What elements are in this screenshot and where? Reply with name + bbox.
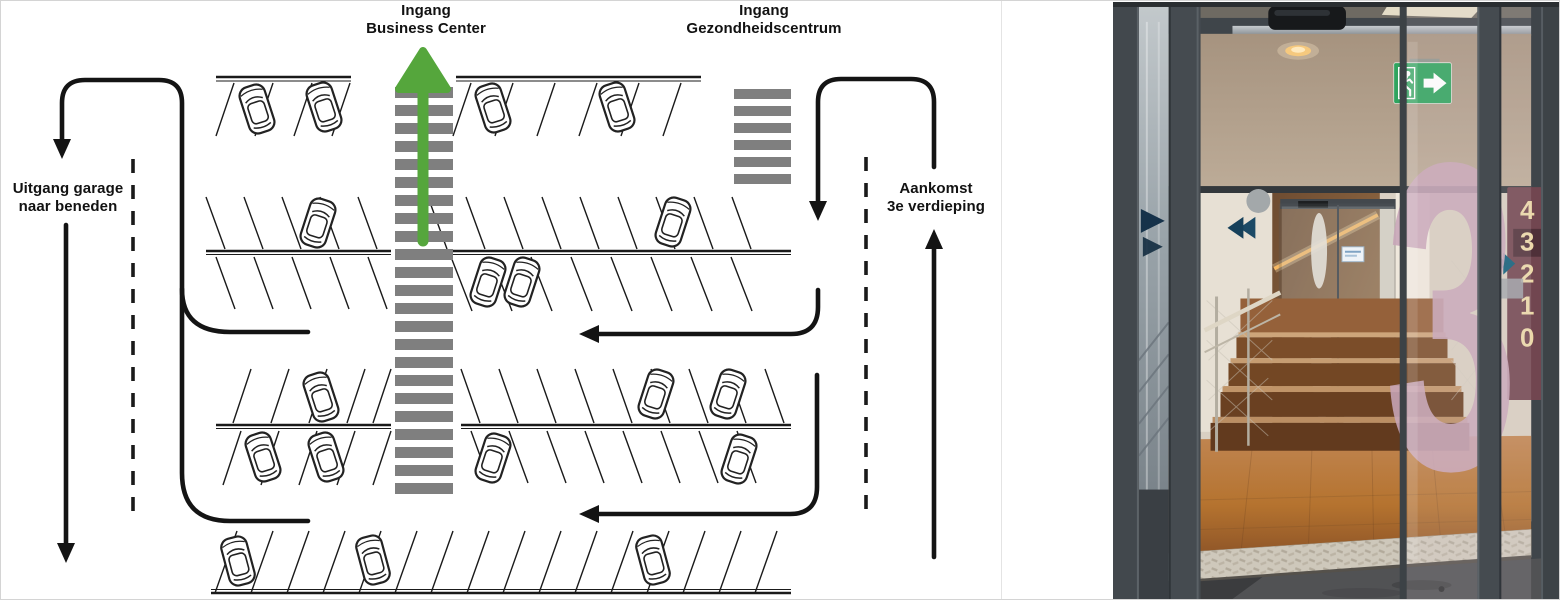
label-line: Business Center (366, 20, 486, 37)
route-left-merge (179, 286, 311, 335)
route-aisle-lower-left (594, 372, 820, 517)
car-icon (467, 254, 509, 310)
door-frame (1477, 2, 1502, 599)
crosswalk-health-center (734, 89, 791, 184)
handrail (1203, 290, 1282, 333)
door-track (1232, 25, 1532, 36)
round-wall-sign (1246, 189, 1271, 213)
label-aankomst-3e-verdieping: Aankomst 3e verdieping (865, 180, 1007, 216)
label-line: 3e verdieping (886, 198, 985, 215)
label-line: Aankomst (899, 180, 973, 197)
car-icon (303, 79, 345, 135)
glass-chevron-icon (1140, 208, 1165, 233)
level-number: 0 (1520, 324, 1534, 352)
right-arrow-icon (1423, 72, 1447, 94)
route-top-left-uturn (59, 77, 311, 524)
level-number: 1 (1520, 292, 1534, 320)
door-frame (1113, 2, 1139, 599)
route-arrowheads (53, 139, 943, 563)
entrance-photo: 4 3 2 1 0 3 (1113, 2, 1559, 599)
label-line: Ingang (401, 2, 451, 19)
door-sensor (1268, 5, 1346, 30)
current-level-highlight (1513, 228, 1544, 257)
level-chevron-icon (1503, 252, 1516, 275)
car-icon (472, 430, 514, 486)
car-icon (218, 533, 258, 589)
label-ingang-business-center: Ingang Business Center (331, 2, 521, 38)
label-line: Gezondheidscentrum (686, 20, 842, 37)
entrance-photo-art: 4 3 2 1 0 3 (1113, 2, 1559, 599)
label-line: naar beneden (18, 198, 118, 215)
parking-diagram (53, 47, 943, 595)
car-icon (633, 532, 673, 588)
wayfinding-chevron-icon (1227, 216, 1244, 239)
car-icon (501, 254, 543, 310)
car-icon (472, 80, 514, 136)
label-ingang-gezondheidscentrum: Ingang Gezondheidscentrum (659, 2, 869, 38)
car-icon (596, 79, 638, 135)
route-aisle-upper-left (594, 287, 821, 337)
route-lines (59, 76, 937, 560)
door-frame (1168, 2, 1201, 599)
car-icon (353, 532, 393, 588)
parking-diagram-panel: Ingang Business Center Ingang Gezondheid… (1, 1, 1002, 599)
stair-railing (1203, 288, 1282, 452)
left-door-frames (1113, 2, 1201, 599)
level-number: 4 (1520, 197, 1535, 225)
car-icon (635, 366, 677, 422)
car-icon (300, 369, 342, 425)
wayfinding-chevron-icon (1239, 216, 1256, 239)
wood-floor (1138, 435, 1532, 562)
label-line: Ingang (739, 2, 789, 19)
door-frame (1541, 2, 1559, 599)
label-line: Uitgang garage (12, 180, 124, 197)
car-icon (297, 195, 339, 251)
label-uitgang-garage: Uitgang garage naar beneden (1, 180, 135, 216)
car-icon (718, 431, 760, 487)
green-entrance-arrow-icon (395, 47, 451, 247)
door-notice-sticker (1341, 246, 1365, 263)
route-top-right-uturn (815, 76, 937, 206)
level-number: 2 (1520, 261, 1534, 289)
level-number: 3 (1520, 229, 1534, 257)
car-icon (652, 194, 694, 250)
lane-divider-dashed-lines (131, 157, 868, 521)
sliding-door-right (1399, 2, 1559, 599)
car-icon (305, 429, 347, 485)
